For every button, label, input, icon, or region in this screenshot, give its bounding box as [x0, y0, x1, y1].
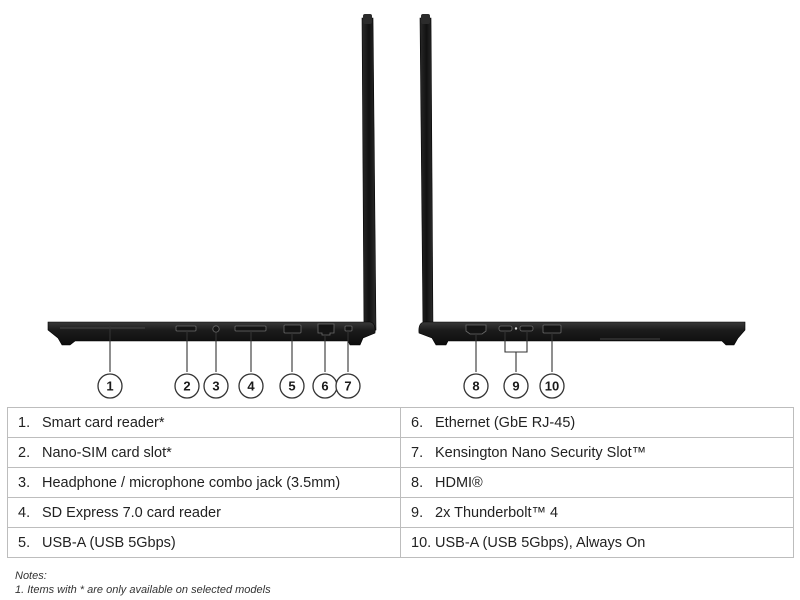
- callout-10: 10: [539, 373, 565, 399]
- right-hinge-top: [421, 14, 430, 24]
- audio-jack: [212, 325, 220, 333]
- svg-text:7: 7: [344, 379, 351, 394]
- notes-title: Notes:: [15, 570, 47, 582]
- item-label: SD Express 7.0 card reader: [42, 504, 221, 521]
- callout-8: 8: [463, 373, 489, 399]
- table-row: 2. Nano-SIM card slot* 7. Kensington Nano …: [7, 437, 794, 468]
- item-number: 10.: [411, 534, 432, 551]
- left-lid: [361, 17, 377, 334]
- item-label: USB-A (USB 5Gbps): [42, 534, 176, 551]
- item-label: HDMI®: [435, 474, 483, 491]
- nano-sim-slot: [175, 325, 197, 332]
- table-cell: 9. 2x Thunderbolt™ 4: [400, 497, 794, 528]
- item-label: Kensington Nano Security Slot™: [435, 444, 647, 461]
- svg-text:1: 1: [106, 379, 113, 394]
- table-cell: 7. Kensington Nano Security Slot™: [400, 437, 794, 468]
- item-number: 5.: [18, 534, 31, 551]
- sd-card-slot: [234, 325, 267, 332]
- table-cell: 6. Ethernet (GbE RJ-45): [400, 407, 794, 438]
- item-number: 3.: [18, 474, 31, 491]
- table-row: 4. SD Express 7.0 card reader 9. 2x Thunde…: [7, 497, 794, 528]
- svg-text:5: 5: [288, 379, 295, 394]
- ethernet-port: [317, 323, 335, 336]
- right-lid: [419, 17, 434, 334]
- notes: Notes: 1. Items with * are only availabl…: [15, 569, 271, 597]
- item-label: 2x Thunderbolt™ 4: [435, 504, 559, 521]
- item-number: 1.: [18, 414, 31, 431]
- svg-text:2: 2: [183, 379, 190, 394]
- table-row: 3. Headphone / microphone combo jack (3.5…: [7, 467, 794, 498]
- callout-4: 4: [238, 373, 264, 399]
- ports-table: 1. Smart card reader* 6. Ethernet (GbE RJ-…: [7, 407, 794, 558]
- callout-2: 2: [174, 373, 200, 399]
- usb-a-port-left: [283, 324, 302, 334]
- table-cell: 4. SD Express 7.0 card reader: [7, 497, 401, 528]
- table-cell: 8. HDMI®: [400, 467, 794, 498]
- callout-7: 7: [335, 373, 361, 399]
- svg-text:3: 3: [212, 379, 219, 394]
- laptop-side-views-diagram: 1 2 3 4 5 6 7 8 9 10: [47, 14, 746, 399]
- thunderbolt-led: [514, 327, 518, 330]
- callout-5: 5: [279, 373, 305, 399]
- callouts: 1 2 3 4 5 6 7 8 9 10: [97, 373, 565, 399]
- table-row: 1. Smart card reader* 6. Ethernet (GbE RJ-…: [7, 407, 794, 438]
- item-number: 9.: [411, 504, 424, 521]
- laptop-right-side-view: [418, 14, 746, 346]
- callout-3: 3: [203, 373, 229, 399]
- svg-text:10: 10: [545, 379, 559, 394]
- security-slot: [344, 325, 353, 332]
- item-label: Smart card reader*: [42, 414, 165, 431]
- hdmi-port: [465, 324, 487, 335]
- table-cell: 2. Nano-SIM card slot*: [7, 437, 401, 468]
- item-label: Nano-SIM card slot*: [42, 444, 172, 461]
- item-number: 8.: [411, 474, 424, 491]
- item-number: 6.: [411, 414, 424, 431]
- table-cell: 3. Headphone / microphone combo jack (3.5…: [7, 467, 401, 498]
- notes-line: 1. Items with * are only available on se…: [15, 584, 271, 596]
- item-number: 7.: [411, 444, 424, 461]
- svg-text:6: 6: [321, 379, 328, 394]
- usb-a-port-right: [542, 324, 562, 334]
- table-row: 5. USB-A (USB 5Gbps) 10.USB-A (USB 5Gbps)…: [7, 527, 794, 558]
- svg-text:8: 8: [472, 379, 479, 394]
- item-label: Headphone / microphone combo jack (3.5mm…: [42, 474, 341, 491]
- item-number: 2.: [18, 444, 31, 461]
- callout-6: 6: [312, 373, 338, 399]
- callout-9: 9: [503, 373, 529, 399]
- thunderbolt-port-2: [519, 325, 534, 332]
- left-hinge-top: [363, 14, 372, 24]
- thunderbolt-port-1: [498, 325, 513, 332]
- leader-lines: [109, 326, 553, 372]
- svg-text:4: 4: [247, 379, 255, 394]
- item-number: 4.: [18, 504, 31, 521]
- laptop-left-side-view: [47, 14, 377, 346]
- item-label: USB-A (USB 5Gbps), Always On: [435, 534, 646, 551]
- callout-1: 1: [97, 373, 123, 399]
- table-cell: 10.USB-A (USB 5Gbps), Always On: [400, 527, 794, 558]
- svg-text:9: 9: [512, 379, 519, 394]
- item-label: Ethernet (GbE RJ-45): [435, 414, 576, 431]
- table-cell: 5. USB-A (USB 5Gbps): [7, 527, 401, 558]
- table-cell: 1. Smart card reader*: [7, 407, 401, 438]
